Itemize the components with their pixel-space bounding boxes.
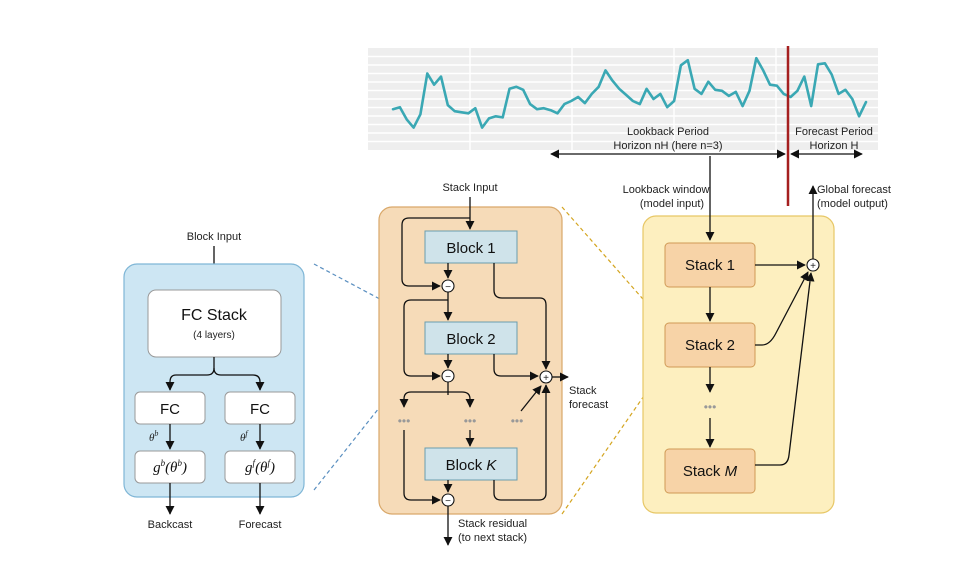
- stackM-forecast-arrow: [755, 272, 815, 466]
- forecast-period-label-line1: Forecast Period: [795, 126, 873, 138]
- model-dots: •••: [704, 400, 717, 414]
- minus2-block-down: [448, 391, 475, 408]
- minus2-skip-down: [399, 391, 448, 408]
- dots-to-plus-arrow: [520, 385, 542, 412]
- stack-residual-label-line1: Stack residual: [458, 518, 527, 530]
- fc-split-right-arrow: [213, 367, 265, 391]
- stack-forecast-label-line1: Stack: [569, 385, 597, 397]
- timeseries-panel: Lookback Period Horizon nH (here n=3) Fo…: [368, 46, 878, 206]
- block-panel: Block Input FC Stack (4 layers) FC FC θb…: [123, 231, 305, 531]
- stack-dots-right: •••: [511, 414, 524, 428]
- timeseries-grid: [368, 48, 878, 150]
- minus-op-1-symbol: −: [445, 282, 451, 293]
- global-forecast-label-line1: Global forecast: [817, 184, 891, 196]
- backcast-label: Backcast: [148, 519, 193, 531]
- theta-b-label: θb: [149, 429, 158, 444]
- stack-residual-label-line2: (to next stack): [458, 532, 527, 544]
- theta-f-label: θf: [240, 429, 249, 444]
- stack-forecast-label-line2: forecast: [569, 399, 608, 411]
- stackM-box: [664, 448, 756, 494]
- blockK-forecast-arrow: [493, 384, 551, 501]
- block2-forecast-arrow: [493, 354, 539, 381]
- skip-to-minusK: [403, 430, 441, 505]
- forecast-period-label-line2: Horizon H: [810, 140, 859, 152]
- model-panel: Lookback window (model input) Global for…: [623, 156, 891, 514]
- block1-label: Block 1: [446, 240, 495, 257]
- block1-box: [424, 230, 518, 264]
- stack1-label: Stack 1: [685, 257, 735, 274]
- fc-stack-subtitle: (4 layers): [193, 330, 235, 341]
- block2-label: Block 2: [446, 331, 495, 348]
- lookback-period-label-line1: Lookback Period: [627, 126, 709, 138]
- skip-to-minus2: [403, 299, 448, 381]
- stackM-label: Stack M: [683, 463, 738, 480]
- block1-forecast-arrow: [493, 263, 551, 370]
- stack2-forecast-arrow: [755, 271, 809, 346]
- blockK-label: Block K: [446, 457, 498, 474]
- minus-op-K-symbol: −: [445, 496, 451, 507]
- block2-box: [424, 321, 518, 355]
- fc-split-left-arrow: [165, 357, 215, 391]
- stack2-label: Stack 2: [685, 337, 735, 354]
- blockK-box: [424, 447, 518, 481]
- forecast-label: Forecast: [239, 519, 282, 531]
- lookback-window-label-line2: (model input): [640, 198, 704, 210]
- lookback-window-label-line1: Lookback window: [623, 184, 710, 196]
- plus-op-stack-symbol: +: [543, 373, 549, 384]
- fc-stack-title: FC Stack: [181, 307, 248, 324]
- global-forecast-label-line2: (model output): [817, 198, 888, 210]
- fc-left-label: FC: [160, 401, 180, 418]
- plus-op-global-symbol: +: [810, 261, 816, 272]
- stack-dots-mid: •••: [464, 414, 477, 428]
- minus-op-2-symbol: −: [445, 372, 451, 383]
- skip-to-minus1: [401, 217, 470, 291]
- stack-dots-left: •••: [398, 414, 411, 428]
- stack-input-label: Stack Input: [442, 182, 497, 194]
- stack-panel: Stack Input Block 1 − Block 2 − + Stack …: [378, 182, 608, 546]
- g-forecast-label: gf(θf): [245, 458, 275, 476]
- block-input-label: Block Input: [187, 231, 241, 243]
- fc-right-label: FC: [250, 401, 270, 418]
- lookback-period-label-line2: Horizon nH (here n=3): [613, 140, 722, 152]
- g-backcast-label: gb(θb): [153, 458, 187, 476]
